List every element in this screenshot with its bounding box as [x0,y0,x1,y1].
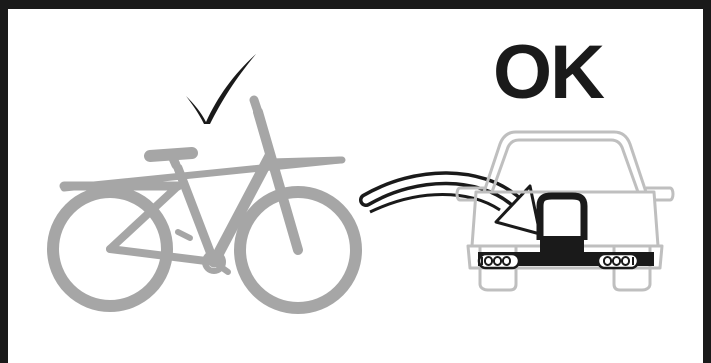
arrow-icon [366,178,540,234]
checkmark-icon [186,54,256,124]
bicycle-icon [53,100,356,308]
right-tail-light [598,254,638,268]
tow-bar-carrier-icon [478,196,654,268]
left-tail-light [479,254,519,268]
